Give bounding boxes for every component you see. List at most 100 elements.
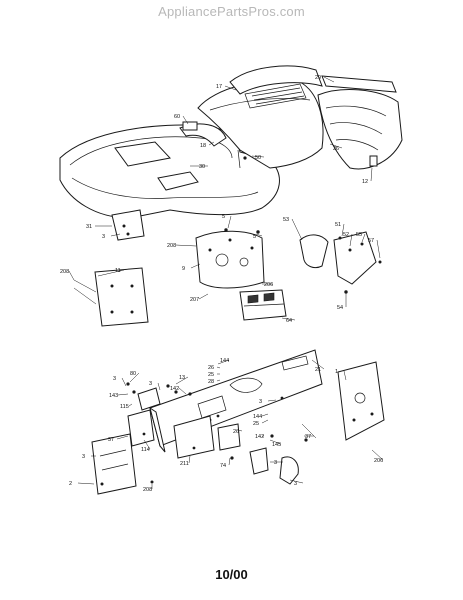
callout-number: 206 (374, 458, 383, 464)
callout-leader (217, 359, 230, 365)
callout-leader (370, 167, 373, 182)
bracket-53 (299, 231, 382, 294)
callout-number: 80 (130, 371, 136, 377)
callout-leader (175, 244, 197, 247)
callout-number: 64 (286, 318, 292, 324)
callout-number: 9 (182, 266, 185, 272)
callout-number: 28 (208, 379, 214, 385)
callout-number: 21 (315, 367, 321, 373)
callout-leader (281, 317, 296, 321)
callout-number: 206 (264, 282, 273, 288)
callout-number: 29 (315, 75, 321, 81)
callout-leader (349, 233, 353, 247)
callout-leader (311, 359, 325, 370)
callout-leader (323, 76, 335, 83)
callout-number: 208 (60, 269, 69, 275)
callout-leader (224, 85, 237, 91)
callout-leader (343, 370, 347, 381)
callout-leader (143, 439, 151, 450)
callout-leader (216, 379, 221, 382)
callout-leader (188, 455, 191, 464)
callout-number: 5 (222, 214, 225, 220)
callout-number: 211 (180, 461, 189, 467)
battery-tray-64 (239, 289, 287, 321)
callout-number: 3 (149, 381, 152, 387)
callout-leader (228, 457, 231, 466)
callout-number: 142 (170, 386, 179, 392)
callout-leader (116, 435, 129, 440)
callout-number: 11 (115, 268, 121, 274)
callout-number: 52 (343, 232, 349, 238)
callout-number: 60 (174, 114, 180, 120)
callout-number: 31 (86, 224, 92, 230)
callout-leader (117, 393, 129, 396)
callout-number: 53 (283, 217, 289, 223)
callout-number: 25 (253, 421, 259, 427)
front-bracket-parts (126, 382, 192, 411)
callout-number: 26 (233, 429, 239, 435)
callout-leader (182, 115, 189, 125)
callout-leader (376, 239, 381, 259)
callout-number: 3 (113, 376, 116, 382)
callout-leader (237, 429, 243, 432)
callout-leader (371, 449, 384, 461)
callout-number: 3 (259, 399, 262, 405)
callout-leader (157, 382, 161, 391)
callout-number: 25 (208, 372, 214, 378)
hood (229, 65, 323, 109)
callout-number: 143 (109, 393, 118, 399)
hood-small-parts (182, 121, 378, 167)
callout-number: 3 (102, 234, 105, 240)
callout-number: 26 (333, 146, 339, 152)
callout-leader (361, 233, 366, 243)
callout-number: 12 (362, 179, 368, 185)
callout-number: 74 (220, 463, 226, 469)
callout-number: 50 (255, 155, 261, 161)
callout-number: 207 (190, 297, 199, 303)
callout-leader (97, 269, 125, 277)
callout-number: 37 (108, 437, 114, 443)
callout-number: 208 (167, 243, 176, 249)
callout-leader (121, 377, 127, 387)
callout-number: 142 (255, 434, 264, 440)
callout-number: 2 (69, 481, 72, 487)
callout-leader (341, 223, 345, 237)
fender-seat-pan (59, 123, 280, 219)
callout-leader (175, 376, 189, 385)
callout-leader (208, 141, 215, 146)
callout-leader (291, 218, 303, 241)
side-plate-13 (337, 361, 385, 441)
dash-panel (197, 79, 324, 169)
callout-leader (269, 439, 282, 445)
callout-leader (289, 479, 304, 484)
lower-brackets (127, 409, 241, 460)
callout-number: 3 (82, 454, 85, 460)
callout-leader (110, 233, 121, 237)
callout-leader (129, 372, 140, 383)
callout-number: 1 (335, 369, 338, 375)
front-grille (317, 75, 403, 170)
right-small-parts (249, 423, 317, 485)
bracket-31 (111, 209, 145, 241)
callout-number: 51 (335, 222, 341, 228)
callout-number: 144 (220, 358, 229, 364)
callout-leader (227, 215, 232, 229)
callout-leader (329, 143, 343, 149)
dash-support-9 (195, 228, 265, 289)
callout-leader (251, 155, 265, 158)
callout-leader (216, 366, 221, 369)
callout-number: 57 (368, 238, 374, 244)
callout-leader (68, 270, 75, 281)
callout-number: 114 (141, 447, 150, 453)
callout-leader (267, 399, 277, 402)
callout-leader (128, 403, 133, 407)
callout-leader (255, 233, 263, 237)
callout-leader (261, 413, 269, 417)
watermark: AppliancePartsPros.com (158, 4, 305, 19)
callout-number: 55 (356, 232, 362, 238)
callout-number: 3 (274, 460, 277, 466)
callout-number: 17 (216, 84, 222, 90)
callout-leader (178, 387, 187, 395)
